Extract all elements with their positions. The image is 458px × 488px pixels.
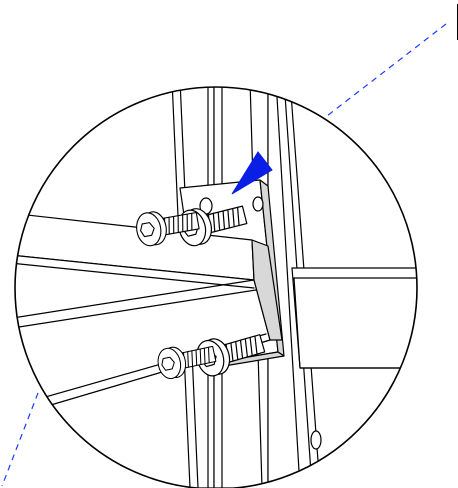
arrow-icon xyxy=(231,151,273,195)
callout-leader-line-lower xyxy=(1,392,39,487)
slot-hole xyxy=(310,430,322,450)
cross-beam-right xyxy=(291,267,417,369)
detail-circle-outline xyxy=(14,86,418,488)
callout-leader-line xyxy=(269,23,447,161)
detail-circle-content xyxy=(15,87,417,488)
